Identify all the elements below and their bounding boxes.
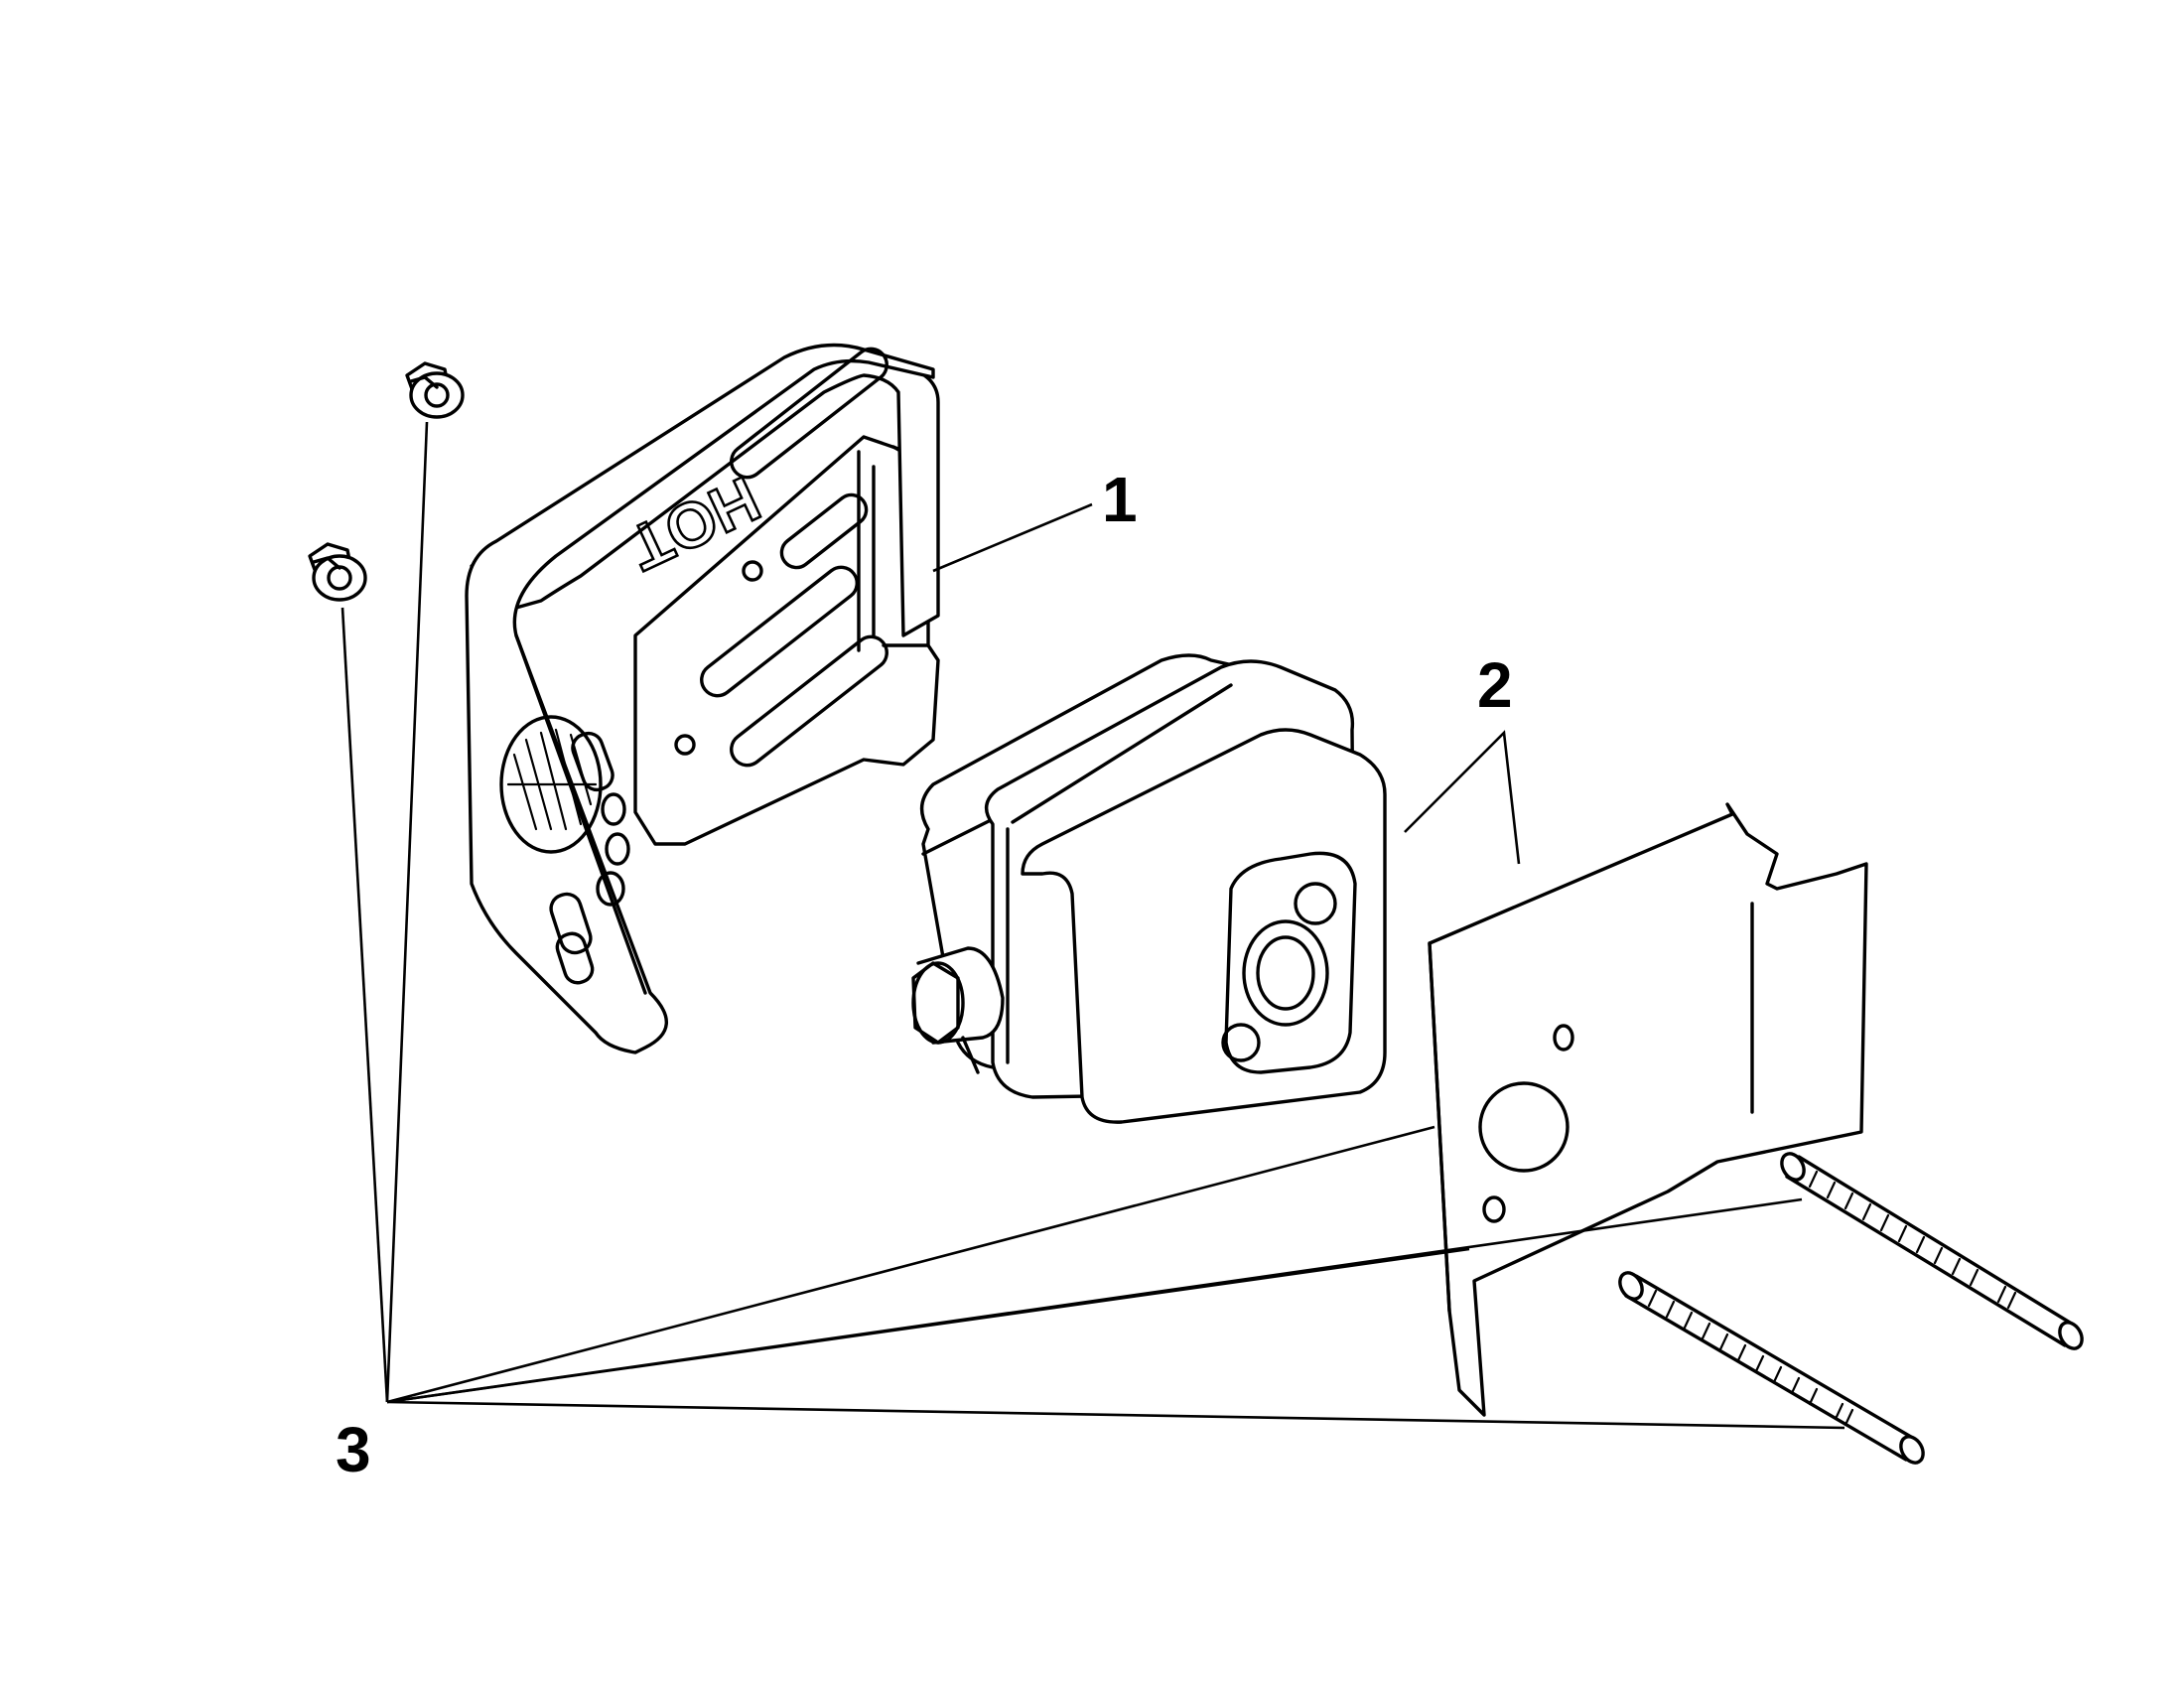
muffler [911, 653, 1387, 1124]
callout-3: 3 [336, 1414, 371, 1485]
nut-upper [405, 361, 465, 419]
callout-1: 1 [1102, 464, 1138, 535]
stud-upper [1780, 1152, 2084, 1350]
callout-2: 2 [1477, 649, 1513, 721]
nut-lower [308, 542, 367, 602]
gasket-plate [1428, 802, 1868, 1417]
leader-lines [341, 421, 1845, 1430]
stud-lower [1618, 1271, 1925, 1465]
heat-shield-back-wall [633, 435, 940, 846]
gasket-port-hole [1478, 1081, 1570, 1173]
muffler-inlet-plate [1224, 851, 1357, 1074]
muffler-outlet-pipe [911, 946, 1005, 1074]
gasket [1428, 802, 1868, 1417]
exhaust-opening [499, 715, 603, 854]
heat-shield: HOT [465, 343, 940, 1054]
muffler-inlet-port [1242, 919, 1329, 1027]
heat-shield-front-face [465, 343, 935, 1054]
